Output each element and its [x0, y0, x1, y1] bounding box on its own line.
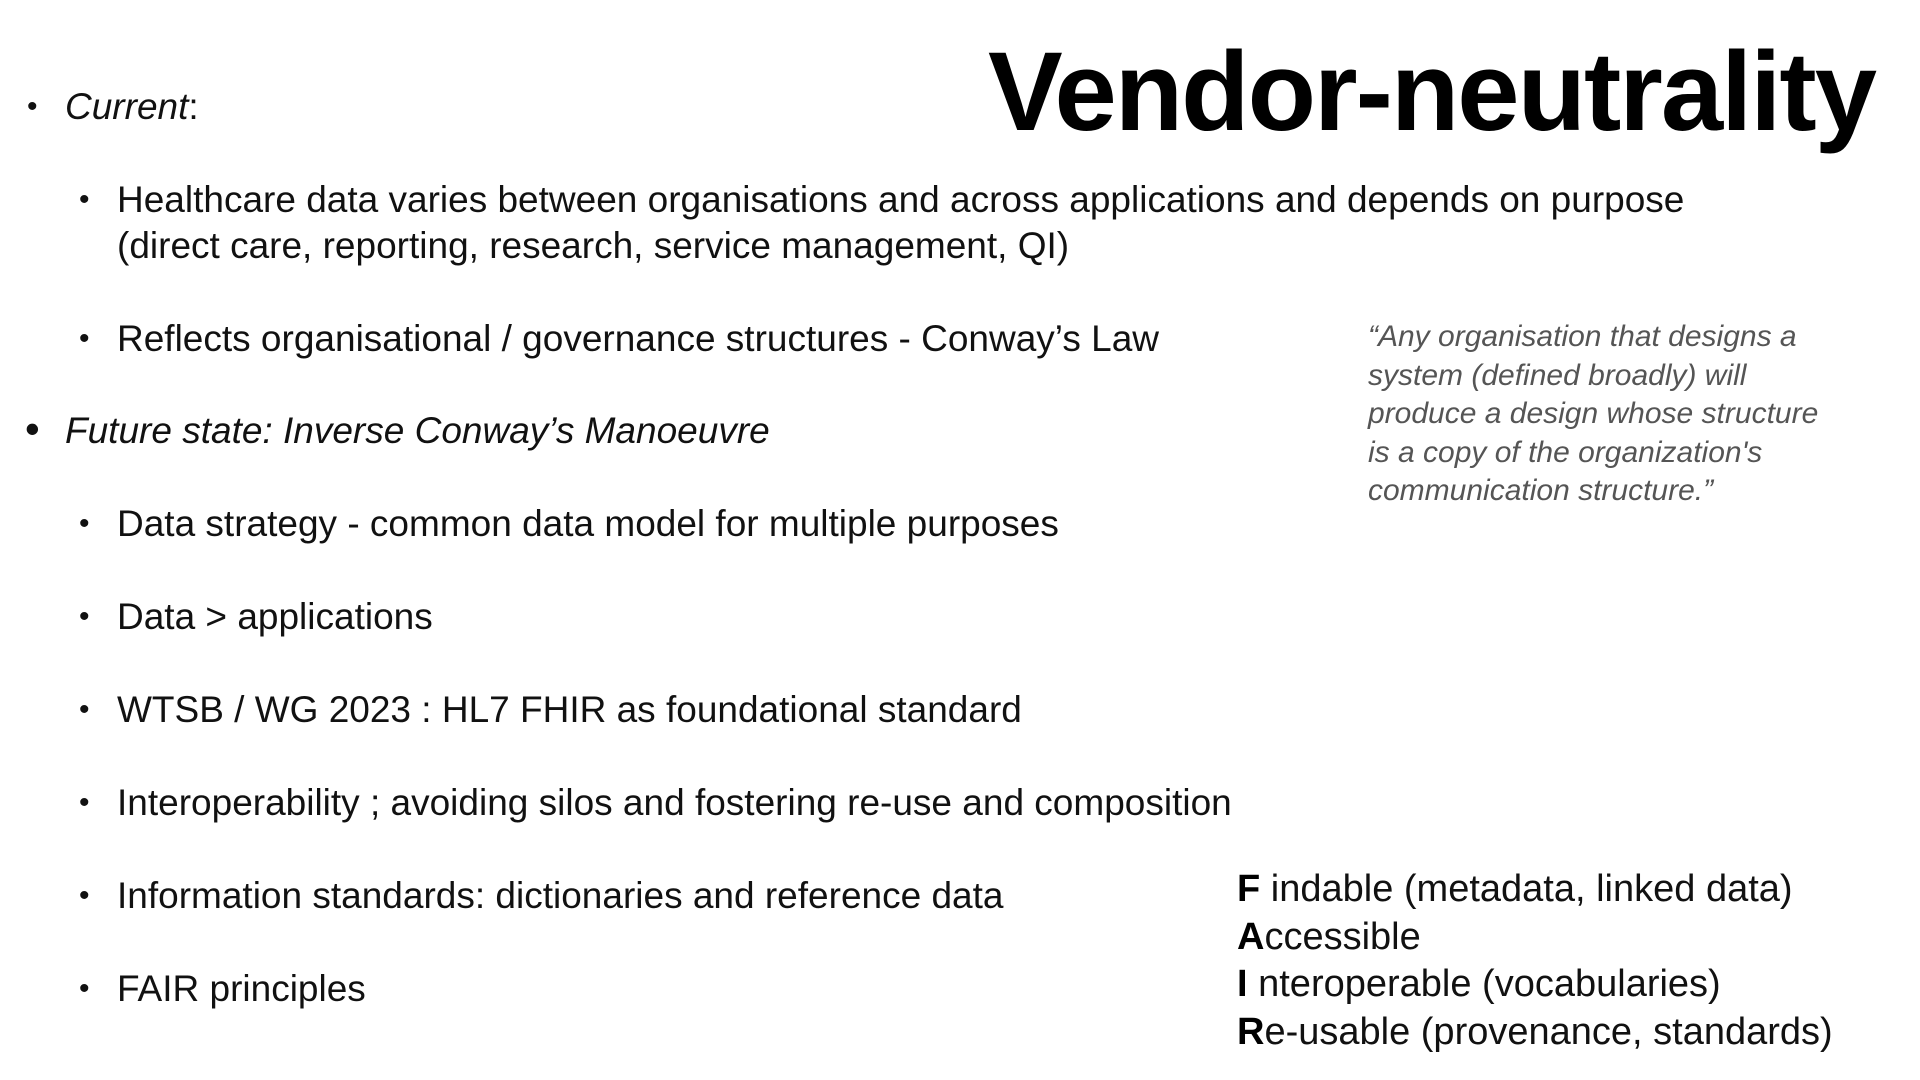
fair-letter: I: [1237, 963, 1248, 1005]
bullet-information-standards: • Information standards: dictionaries an…: [79, 873, 1817, 919]
bullet-dot: •: [25, 405, 40, 452]
conway-quote: “Any organisation that designs a system …: [1368, 318, 1888, 511]
bullet-dot: •: [79, 879, 90, 912]
bullet-fair-principles: • FAIR principles: [79, 966, 1817, 1012]
fair-letter: F: [1237, 868, 1261, 910]
fair-letter: A: [1237, 915, 1265, 958]
bullet-dot: •: [79, 972, 90, 1005]
bullet-text: Data strategy - common data model for mu…: [117, 503, 1059, 544]
fair-reusable: Re-usable (provenance, standards): [1237, 1009, 1833, 1057]
fair-interoperable: I nteroperable (vocabularies): [1237, 961, 1833, 1009]
bullet-healthcare-data: • Healthcare data varies between organis…: [79, 177, 1817, 269]
fair-acronym-list: F indable (metadata, linked data) Access…: [1237, 866, 1833, 1056]
quote-line: communication structure.”: [1368, 474, 1714, 507]
bullet-current: • Current:: [27, 84, 199, 130]
fair-text: e-usable (provenance, standards): [1264, 1010, 1833, 1053]
bullet-conways-law: • Reflects organisational / governance s…: [79, 316, 1817, 362]
bullet-text-line-1: Healthcare data varies between organisat…: [117, 179, 1685, 220]
fair-findable: F indable (metadata, linked data): [1237, 866, 1833, 914]
quote-line: system (defined broadly) will: [1368, 358, 1747, 392]
bullet-dot: •: [79, 507, 90, 540]
bullet-data-strategy: • Data strategy - common data model for …: [79, 501, 1817, 547]
fair-text: nteroperable (vocabularies): [1247, 963, 1721, 1005]
bullet-text: Interoperability ; avoiding silos and fo…: [117, 782, 1232, 823]
bullet-dot: •: [27, 90, 38, 123]
fair-accessible: Accessible: [1237, 914, 1833, 962]
current-label: Current: [65, 86, 189, 127]
current-colon: :: [188, 86, 199, 127]
bullet-interoperability: • Interoperability ; avoiding silos and …: [79, 780, 1817, 826]
slide-title: Vendor-neutrality: [987, 29, 1877, 154]
bullet-text-line-2: (direct care, reporting, research, servi…: [117, 225, 1070, 266]
bullet-dot: •: [79, 786, 90, 819]
quote-line: produce a design whose structure: [1368, 397, 1819, 430]
bullet-list: • Current: • Healthcare data varies betw…: [25, 84, 1684, 1009]
future-label: Future state: Inverse Conway’s Manoeuvre: [65, 410, 770, 451]
quote-line: is a copy of the organization's: [1368, 435, 1763, 469]
bullet-dot: •: [79, 600, 90, 633]
fair-text: ccessible: [1264, 915, 1421, 958]
bullet-text: Reflects organisational / governance str…: [117, 318, 1159, 359]
fair-text: indable (metadata, linked data): [1260, 868, 1793, 910]
bullet-dot: •: [79, 693, 90, 726]
bullet-text: FAIR principles: [117, 968, 366, 1009]
quote-line: “Any organisation that designs a: [1368, 320, 1797, 353]
fair-letter: R: [1237, 1010, 1265, 1053]
bullet-dot: •: [79, 183, 90, 216]
bullet-text: Information standards: dictionaries and …: [117, 875, 1004, 916]
bullet-text: Data > applications: [117, 596, 433, 637]
bullet-dot: •: [79, 322, 90, 355]
bullet-data-applications: • Data > applications: [79, 594, 1817, 640]
bullet-text: WTSB / WG 2023 : HL7 FHIR as foundationa…: [117, 689, 1022, 730]
bullet-wtsb: • WTSB / WG 2023 : HL7 FHIR as foundatio…: [79, 687, 1817, 733]
bullet-future-state: • Future state: Inverse Conway’s Manoeuv…: [25, 406, 770, 454]
